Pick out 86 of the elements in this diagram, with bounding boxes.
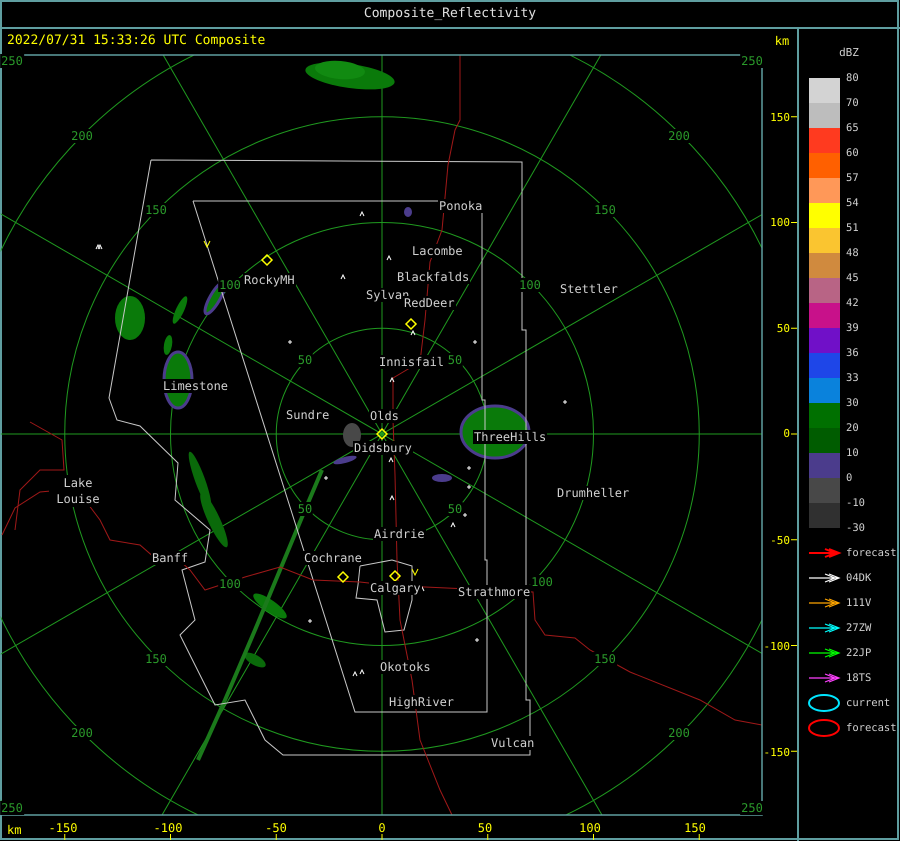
place-label: Banff — [151, 551, 190, 565]
legend-label: 18TS — [846, 671, 872, 685]
range-ring-label: 150 — [593, 652, 617, 666]
legend-label: 22JP — [846, 646, 872, 660]
legend-label: 54 — [846, 196, 859, 210]
range-ring-label: 100 — [218, 577, 242, 591]
axis-tick-label: 0 — [378, 821, 386, 835]
legend-label: 42 — [846, 296, 859, 310]
range-ring-label: 200 — [667, 129, 691, 143]
legend-label: 70 — [846, 96, 859, 110]
legend-label: 36 — [846, 346, 859, 360]
legend-label: 48 — [846, 246, 859, 260]
legend-label: 60 — [846, 146, 859, 160]
place-label: Lacombe — [411, 244, 464, 258]
range-ring-label: 250 — [740, 54, 764, 68]
range-ring-label: 100 — [530, 575, 554, 589]
axis-tick-label: 150 — [770, 111, 790, 125]
chart-title: Composite_Reflectivity — [364, 7, 536, 21]
legend-label: 80 — [846, 71, 859, 85]
axis-unit-label: km — [774, 34, 790, 48]
legend-label: 57 — [846, 171, 859, 185]
range-ring-label: 200 — [667, 726, 691, 740]
range-ring-label: 200 — [70, 726, 94, 740]
legend-label: 33 — [846, 371, 859, 385]
legend-label: 111V — [846, 596, 872, 610]
legend-label: current — [846, 696, 890, 710]
place-label: Ponoka — [438, 199, 484, 213]
axis-unit-label: km — [7, 823, 22, 837]
range-ring-label: 50 — [446, 502, 464, 516]
place-label: Okotoks — [379, 660, 432, 674]
place-label: ThreeHills — [473, 430, 548, 444]
range-ring-label: 150 — [144, 203, 168, 217]
axis-tick-label: -50 — [265, 821, 287, 835]
axis-tick-label: -100 — [154, 821, 182, 835]
legend-label: -10 — [846, 496, 865, 510]
range-ring-label: 50 — [296, 353, 314, 367]
place-label: Vulcan — [490, 736, 536, 750]
axis-tick-label: 50 — [776, 322, 790, 336]
axis-tick-label: 0 — [783, 427, 790, 441]
axis-tick-label: -150 — [764, 746, 790, 760]
place-label: RockyMH — [243, 273, 296, 287]
legend-label: 10 — [846, 446, 859, 460]
place-label: Cochrane — [303, 551, 363, 565]
axis-tick-label: -100 — [764, 640, 790, 654]
range-ring-label: 100 — [518, 278, 542, 292]
legend-title: dBZ — [839, 46, 859, 60]
axis-tick-label: 150 — [684, 821, 706, 835]
place-label: Limestone — [162, 379, 230, 393]
place-label: Airdrie — [373, 527, 426, 541]
place-label: Didsbury — [353, 441, 413, 455]
timestamp-label: 2022/07/31 15:33:26 UTC Composite — [7, 34, 266, 48]
legend-label: 39 — [846, 321, 859, 335]
axis-tick-label: -50 — [770, 534, 790, 548]
range-ring-label: 250 — [740, 801, 764, 815]
place-label: Olds — [369, 409, 400, 423]
place-label: Innisfail — [378, 355, 446, 369]
place-label: Drumheller — [556, 486, 630, 500]
range-ring-label: 150 — [593, 203, 617, 217]
legend-label: 20 — [846, 421, 859, 435]
place-label: HighRiver — [388, 695, 456, 709]
scale-end-value: -30 — [846, 521, 865, 535]
legend-label: 27ZW — [846, 621, 872, 635]
place-label: Calgary — [369, 581, 422, 595]
axis-tick-label: 100 — [770, 216, 790, 230]
legend-label: 51 — [846, 221, 859, 235]
place-label: Strathmore — [457, 585, 532, 599]
place-label: Sundre — [285, 408, 330, 422]
range-ring-label: 50 — [296, 502, 314, 516]
range-ring-label: 50 — [446, 353, 464, 367]
legend-label: 45 — [846, 271, 859, 285]
range-ring-label: 150 — [144, 652, 168, 666]
range-ring-label: 250 — [0, 801, 24, 815]
legend-label: 0 — [846, 471, 852, 485]
place-label: Stettler — [559, 282, 619, 296]
legend-label: forecast — [846, 546, 897, 560]
legend-label: 30 — [846, 396, 859, 410]
axis-tick-label: 50 — [478, 821, 492, 835]
axis-tick-label: -150 — [48, 821, 78, 835]
legend-label: 04DK — [846, 571, 872, 585]
place-label: Blackfalds — [396, 270, 470, 284]
axis-tick-label: 100 — [579, 821, 601, 835]
range-ring-label: 200 — [70, 129, 94, 143]
range-ring-label: 100 — [218, 278, 242, 292]
legend-label: forecast — [846, 721, 897, 735]
legend-label: 65 — [846, 121, 859, 135]
range-ring-label: 250 — [0, 54, 24, 68]
